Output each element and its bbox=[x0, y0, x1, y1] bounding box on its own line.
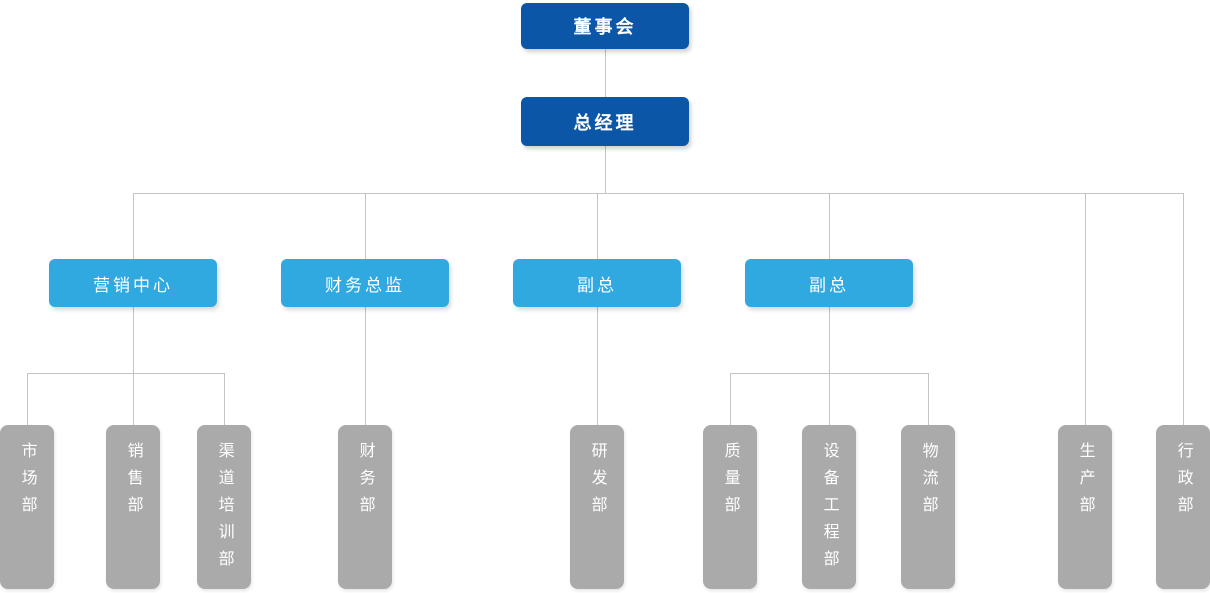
node-logistics-dept: 物流部 bbox=[901, 425, 955, 589]
connector-vp2-to-subline bbox=[829, 307, 830, 373]
node-marketing-center: 营销中心 bbox=[49, 259, 217, 307]
node-label: 市场部 bbox=[18, 442, 36, 523]
connector-main-horizontal bbox=[133, 193, 1184, 194]
connector-drop-quality-dept bbox=[730, 373, 731, 425]
node-label: 副总 bbox=[577, 275, 617, 295]
node-label: 物流部 bbox=[919, 442, 937, 523]
connector-finance-director-to-finance-dept bbox=[365, 307, 366, 425]
node-vp-1: 副总 bbox=[513, 259, 681, 307]
node-label: 财务部 bbox=[356, 442, 374, 523]
node-sales-dept: 销售部 bbox=[106, 425, 160, 589]
node-rd-dept: 研发部 bbox=[570, 425, 624, 589]
connector-drop-vp-2 bbox=[829, 193, 830, 259]
node-label: 销售部 bbox=[124, 442, 142, 523]
connector-drop-marketing-center bbox=[133, 193, 134, 259]
connector-marketing-to-subline bbox=[133, 307, 134, 373]
node-label: 董事会 bbox=[573, 17, 637, 37]
connector-board-to-gm bbox=[605, 49, 606, 97]
node-board: 董事会 bbox=[521, 3, 689, 49]
connector-vp1-to-rd-dept bbox=[597, 307, 598, 425]
node-finance-director: 财务总监 bbox=[281, 259, 449, 307]
connector-drop-market-dept bbox=[27, 373, 28, 425]
node-admin-dept: 行政部 bbox=[1156, 425, 1210, 589]
node-channel-training-dept: 渠道培训部 bbox=[197, 425, 251, 589]
node-label: 设备工程部 bbox=[820, 442, 838, 577]
node-equipment-engineering-dept: 设备工程部 bbox=[802, 425, 856, 589]
connector-drop-channel-training-dept bbox=[224, 373, 225, 425]
connector-gm-to-mainline bbox=[605, 146, 606, 193]
connector-drop-vp-1 bbox=[597, 193, 598, 259]
connector-drop-sales-dept bbox=[133, 373, 134, 425]
node-general-manager: 总经理 bbox=[521, 97, 689, 146]
node-quality-dept: 质量部 bbox=[703, 425, 757, 589]
connector-drop-logistics-dept bbox=[928, 373, 929, 425]
node-label: 质量部 bbox=[721, 442, 739, 523]
node-market-dept: 市场部 bbox=[0, 425, 54, 589]
connector-drop-finance-director bbox=[365, 193, 366, 259]
node-label: 财务总监 bbox=[325, 275, 405, 295]
node-finance-dept: 财务部 bbox=[338, 425, 392, 589]
node-label: 渠道培训部 bbox=[215, 442, 233, 577]
connector-drop-production-dept bbox=[1085, 193, 1086, 425]
node-production-dept: 生产部 bbox=[1058, 425, 1112, 589]
node-label: 营销中心 bbox=[93, 275, 173, 295]
node-label: 生产部 bbox=[1076, 442, 1094, 523]
connector-drop-admin-dept bbox=[1183, 193, 1184, 425]
node-vp-2: 副总 bbox=[745, 259, 913, 307]
node-label: 总经理 bbox=[573, 112, 637, 133]
node-label: 行政部 bbox=[1174, 442, 1192, 523]
connector-drop-equipment-engineering-dept bbox=[829, 373, 830, 425]
connector-marketing-sub-horizontal bbox=[27, 373, 225, 374]
node-label: 研发部 bbox=[588, 442, 606, 523]
node-label: 副总 bbox=[809, 275, 849, 295]
